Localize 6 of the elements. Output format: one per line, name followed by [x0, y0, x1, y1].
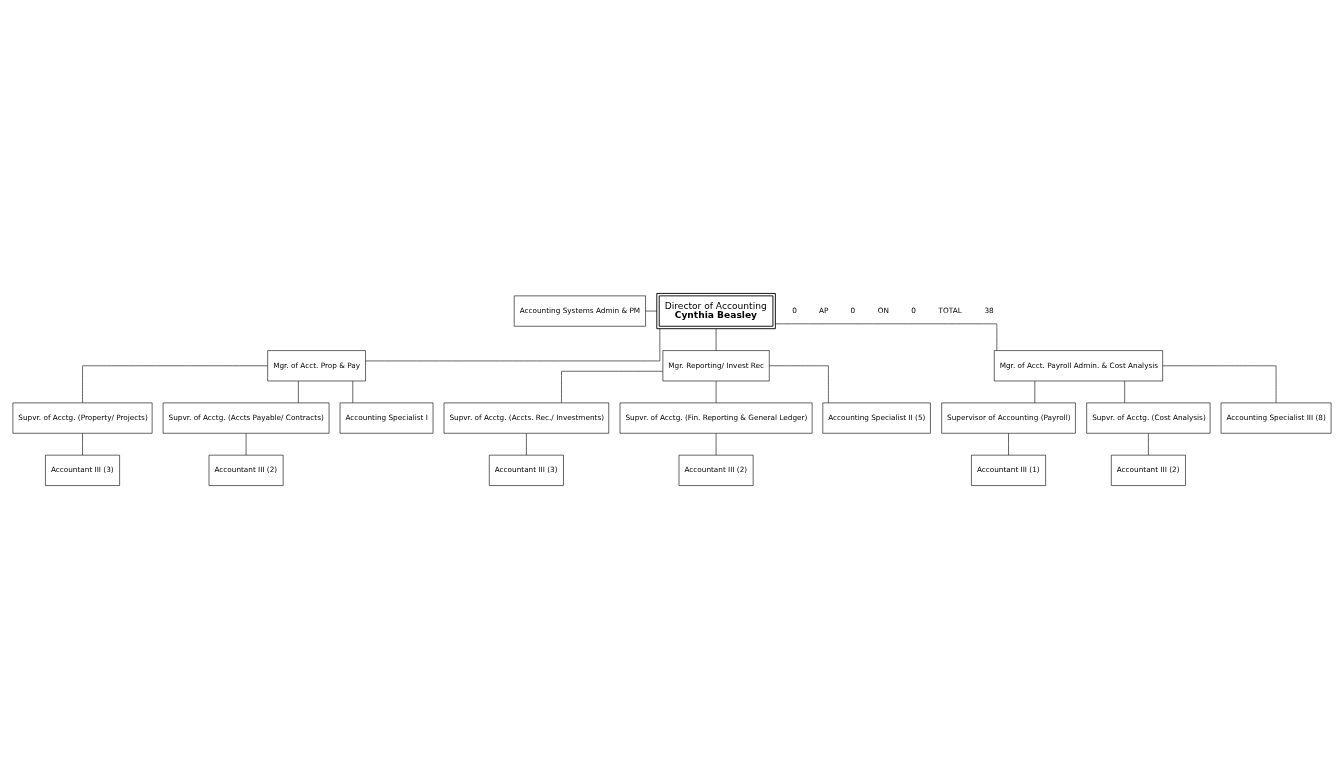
- connector: [365, 328, 661, 362]
- connector: [82, 433, 83, 456]
- connector: [715, 328, 717, 351]
- connector: [645, 310, 658, 312]
- connector: [1008, 433, 1009, 456]
- connector: [775, 323, 998, 351]
